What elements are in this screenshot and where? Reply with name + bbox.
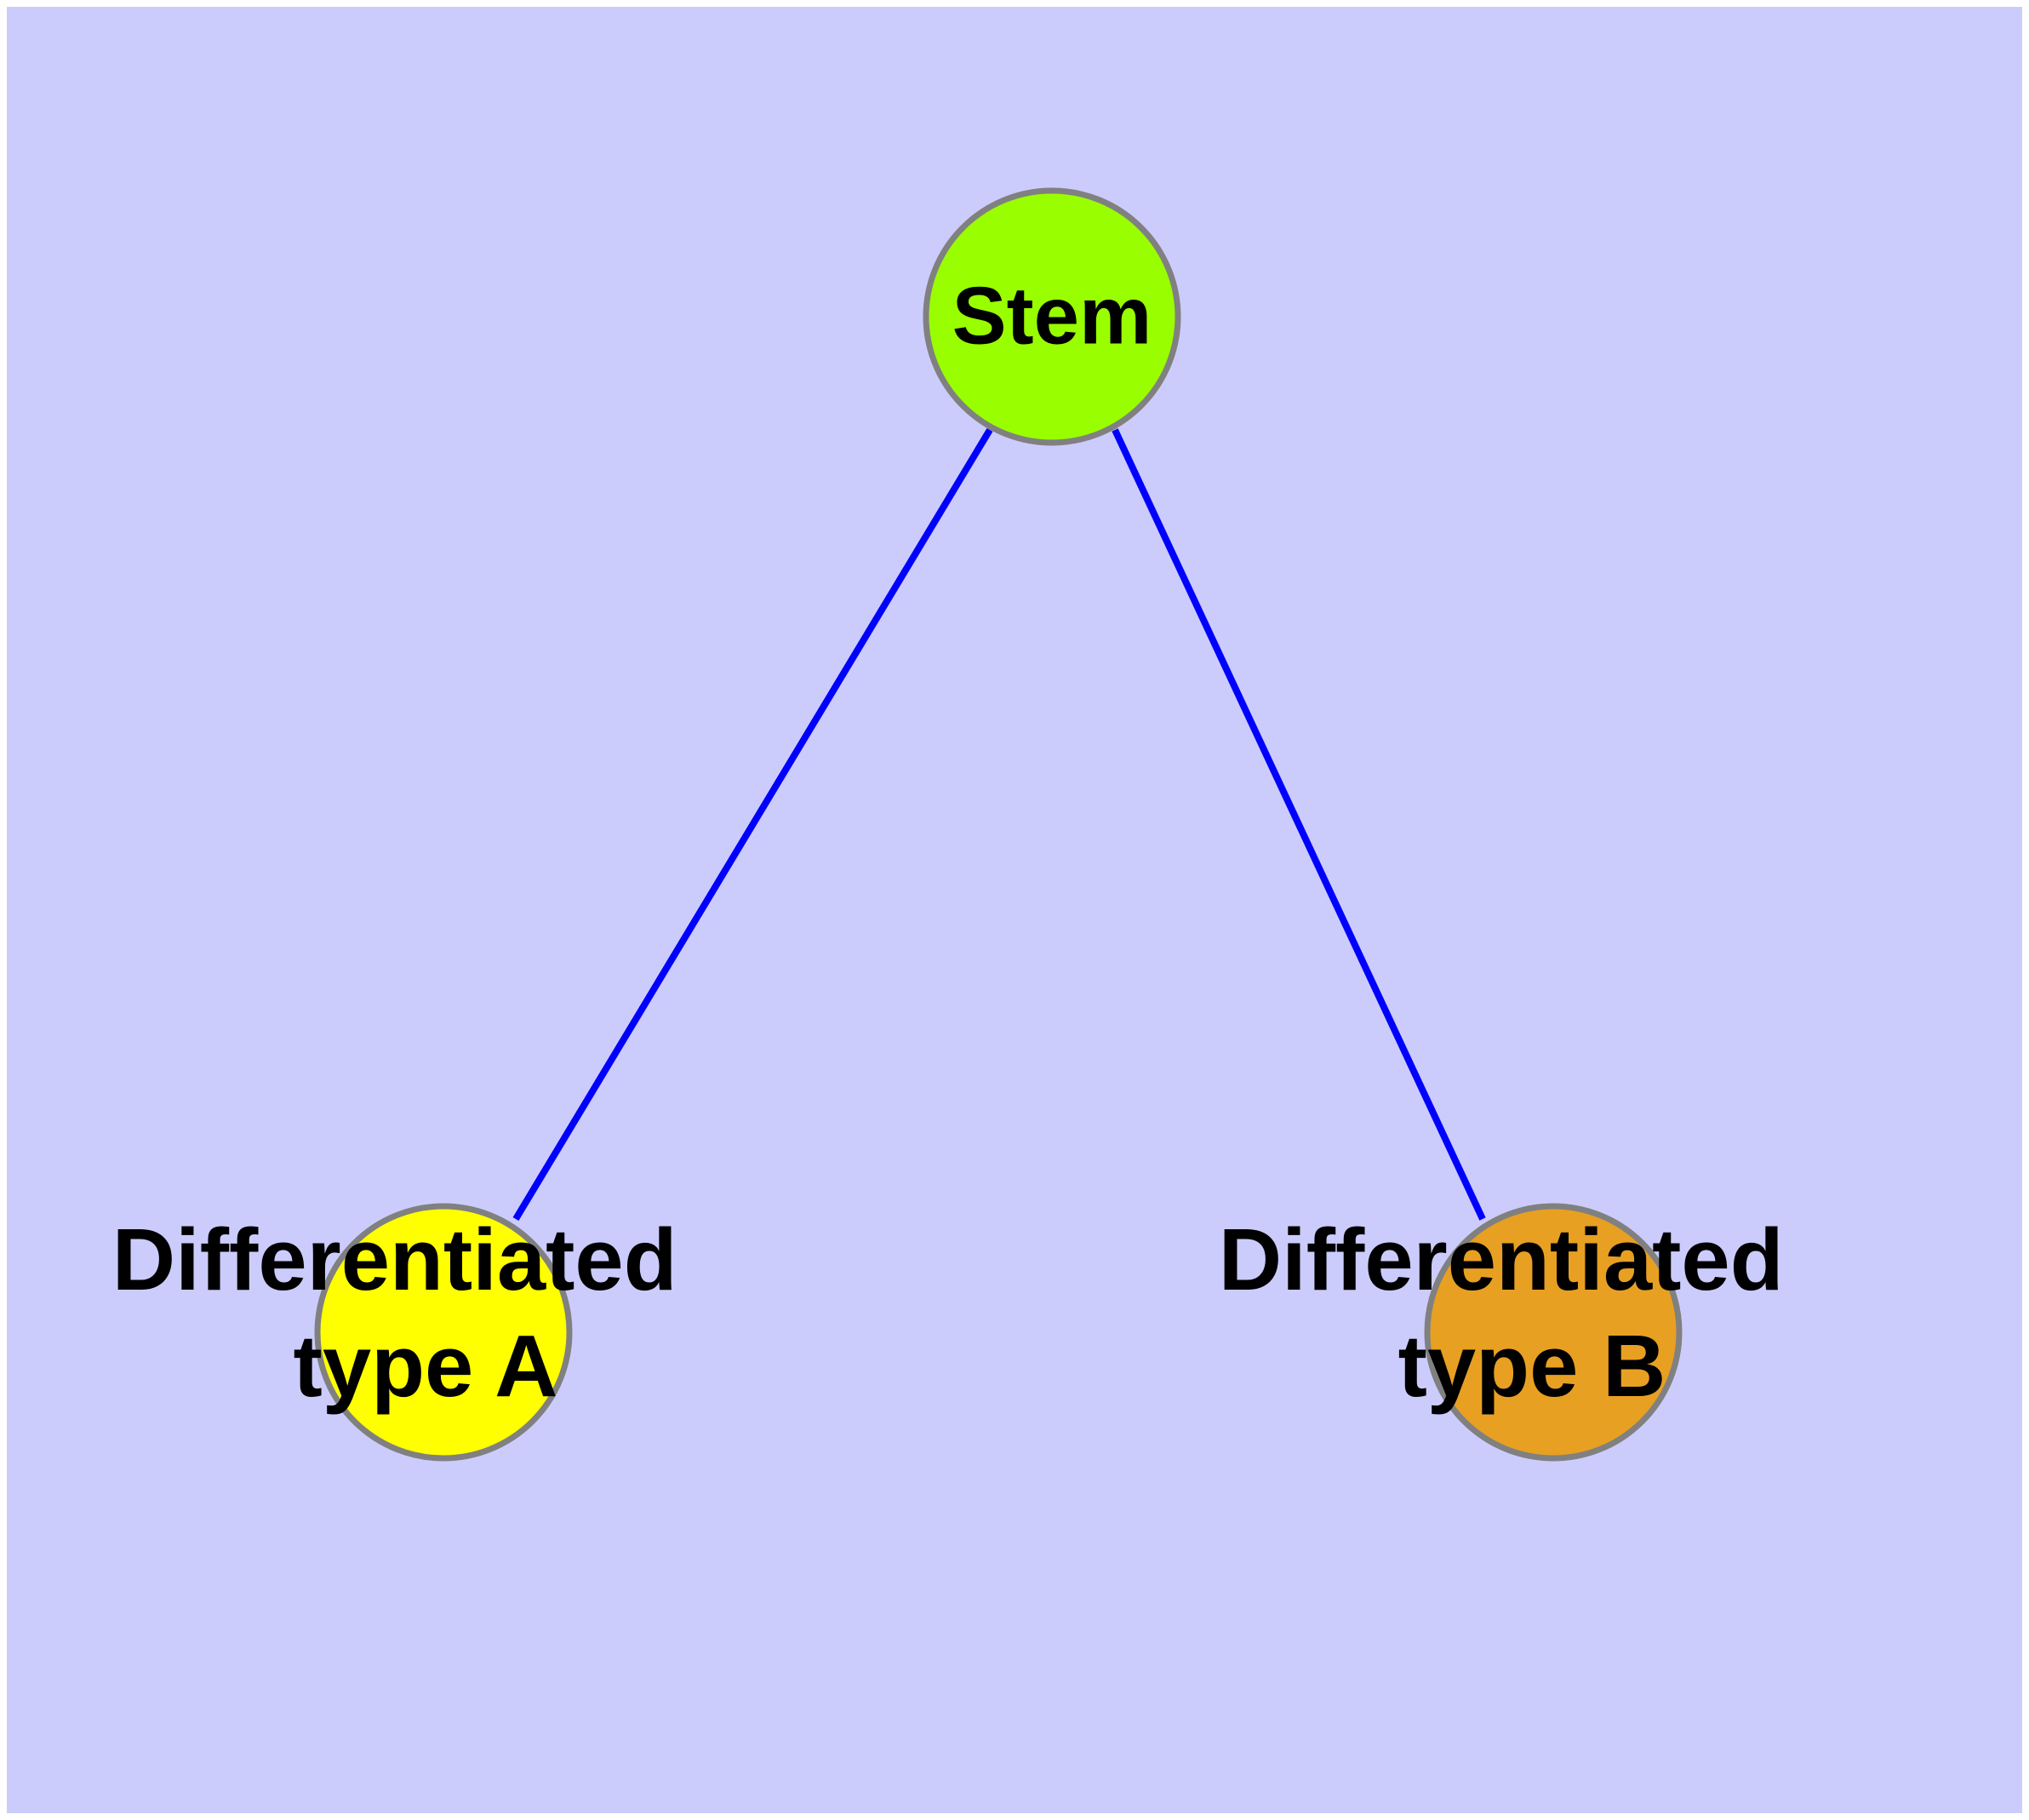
node-stem[interactable]: Stem — [923, 187, 1181, 446]
node-differentiated-type-b[interactable]: Differentiated type B — [1219, 1203, 1809, 1462]
node-stem-label: Stem — [952, 270, 1152, 361]
edge-layer — [512, 427, 1486, 1222]
edge-stem-to-differentiated-type-a[interactable] — [512, 427, 993, 1222]
node-layer: Stem Differentiated type A Differentiate… — [112, 187, 1809, 1462]
node-differentiated-type-a-label-line-2: type A — [294, 1317, 558, 1415]
node-differentiated-type-b-circle[interactable] — [1424, 1203, 1683, 1462]
node-differentiated-type-b-label: Differentiated type B — [1219, 1210, 1809, 1415]
node-differentiated-type-a-circle[interactable] — [314, 1203, 573, 1462]
edge-stem-to-differentiated-type-b[interactable] — [1112, 428, 1486, 1221]
node-differentiated-type-b-label-line-2: type B — [1398, 1317, 1666, 1415]
node-differentiated-type-a-label: Differentiated type A — [112, 1210, 702, 1415]
node-differentiated-type-a[interactable]: Differentiated type A — [112, 1203, 702, 1462]
node-stem-circle[interactable] — [923, 187, 1181, 446]
node-differentiated-type-b-label-line-1: Differentiated — [1219, 1210, 1784, 1308]
node-differentiated-type-a-label-line-1: Differentiated — [112, 1210, 677, 1308]
